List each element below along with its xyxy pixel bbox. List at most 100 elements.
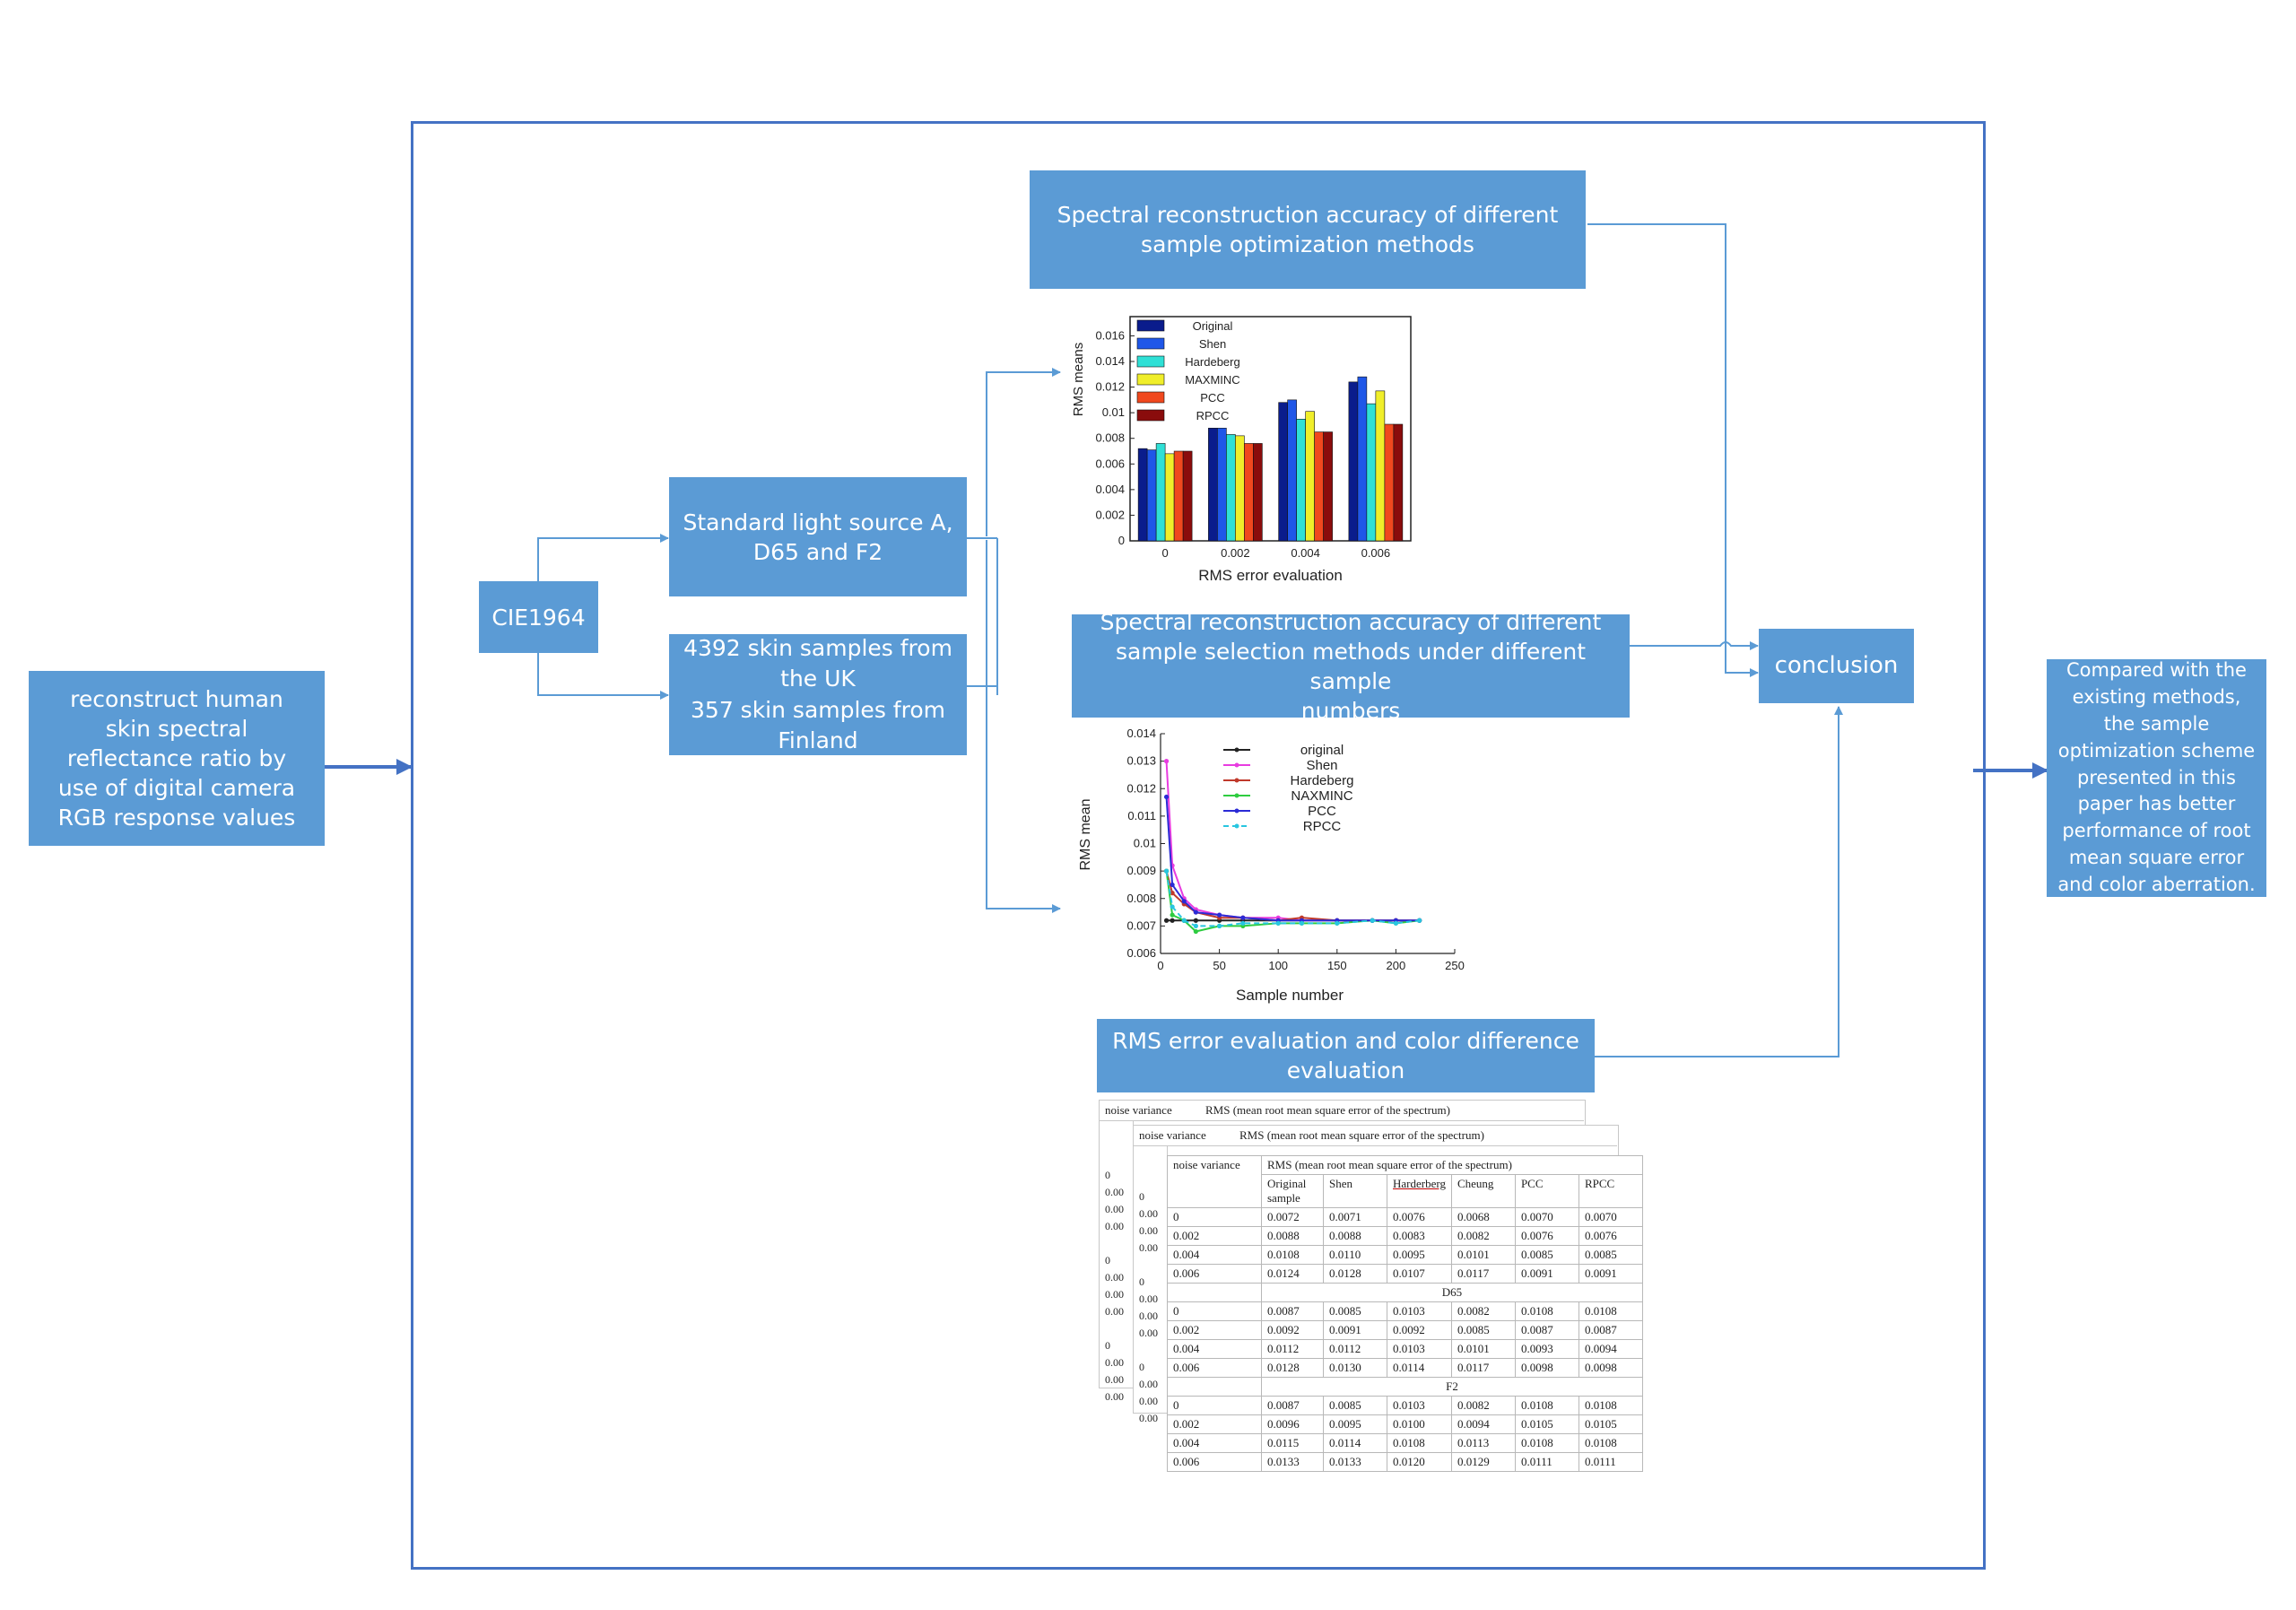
arrow-to-line-chart [986,540,1061,913]
table-value-cell: 0.0085 [1323,1396,1387,1415]
line-x-tick-label: 200 [1387,959,1406,972]
line-point-hardeberg [1170,891,1175,896]
line-point-rpcc [1181,918,1187,923]
table-value-cell: 0.0098 [1578,1358,1643,1378]
line-legend-label: PCC [1308,804,1336,819]
bar-hardeberg-0 [1155,443,1166,542]
bar-original-0.006 [1348,381,1359,542]
table-value-cell: 0.0087 [1261,1301,1324,1321]
table-column-header: PCC [1514,1174,1579,1208]
bar-x-tick-label: 0 [1162,546,1169,560]
bar-y-tick-label: 0.006 [1095,457,1125,470]
line-legend-label: original [1300,743,1344,758]
table-noise-cell: 0 [1167,1207,1262,1227]
line-point-rpcc [1217,923,1222,928]
ghost-header-left-2: noise variance [1139,1128,1206,1142]
arrow-cie-to-skin [537,653,669,700]
bar-x-tick-label: 0.006 [1361,546,1391,560]
line-legend-marker [1234,793,1239,798]
skin-samples-box: 4392 skin samples from the UK 357 skin s… [669,634,967,755]
table-section-label: D65 [1261,1283,1643,1302]
bar-legend-swatch [1136,355,1165,368]
bar-shen-0.002 [1217,427,1227,542]
rms-evaluation-title-box: RMS error evaluation and color differenc… [1097,1019,1595,1092]
table-value-cell: 0.0091 [1323,1320,1387,1340]
bar-legend-swatch [1136,391,1165,404]
line-x-tick-label: 100 [1268,959,1288,972]
table-value-cell: 0.0124 [1261,1264,1324,1284]
table-noise-cell: 0.006 [1167,1452,1262,1472]
table-value-cell: 0.0087 [1514,1320,1579,1340]
table-value-cell: 0.0088 [1261,1226,1324,1246]
line-point-original [1163,918,1170,923]
bar-legend-label: Hardeberg [1185,355,1239,369]
table-value-cell: 0.0108 [1514,1433,1579,1453]
table-value-cell: 0.0112 [1323,1339,1387,1359]
table-value-cell: 0.0092 [1261,1320,1324,1340]
line-point-pcc [1217,912,1222,918]
table-value-cell: 0.0082 [1450,1301,1516,1321]
bar-rpcc-0.002 [1253,443,1263,542]
bar-pcc-0 [1173,450,1184,542]
line-point-pcc [1181,899,1187,904]
line-legend-label: Hardeberg [1291,773,1354,788]
table-value-cell: 0.0083 [1387,1226,1452,1246]
bar-y-axis-label: RMS means [1071,343,1086,417]
arrow-rms-to-conclusion [1595,706,1843,1057]
table-value-cell: 0.0098 [1514,1358,1579,1378]
table-row: D65 [1167,1283,1643,1302]
table-value-cell: 0.0085 [1450,1320,1516,1340]
table-value-cell: 0.0070 [1514,1207,1579,1227]
table-noise-cell: 0.002 [1167,1320,1262,1340]
table-value-cell: 0.0113 [1450,1433,1516,1453]
line-point-rpcc [1275,920,1281,926]
process-frame [411,121,1986,1570]
table-value-cell: 0.0117 [1450,1264,1516,1284]
table-value-cell: 0.0108 [1514,1396,1579,1415]
bar-y-tick-label: 0.016 [1095,328,1125,342]
selection-title-box: Spectral reconstruction accuracy of diff… [1072,609,1630,724]
bar-shen-0.004 [1287,399,1297,542]
table-value-cell: 0.0095 [1387,1245,1452,1265]
table-value-cell: 0.0096 [1261,1414,1324,1434]
line-point-rpcc [1193,923,1198,928]
bar-y-tick-label: 0.01 [1102,405,1125,419]
bar-legend-swatch [1136,319,1165,332]
table-noise-cell: 0.006 [1167,1358,1262,1378]
bar-legend-label: MAXMINC [1185,373,1239,387]
table-value-cell: 0.0114 [1323,1433,1387,1453]
line-x-tick-label: 50 [1213,959,1225,972]
table-value-cell: 0.0107 [1387,1264,1452,1284]
bar-y-tick-label: 0 [1118,534,1125,547]
bar-legend-label: Original [1193,319,1233,333]
table-header-rms: RMS (mean root mean square error of the … [1261,1155,1643,1175]
table-column-header: Cheung [1450,1174,1516,1208]
table-section-label: F2 [1261,1377,1643,1397]
bar-legend-swatch [1136,409,1165,422]
optimization-title-box: Spectral reconstruction accuracy of diff… [1030,170,1586,289]
table-value-cell: 0.0070 [1578,1207,1643,1227]
table-value-cell: 0.0087 [1261,1396,1324,1415]
table-value-cell: 0.0101 [1450,1245,1516,1265]
line-y-tick-label: 0.007 [1126,918,1156,932]
table-value-cell: 0.0071 [1323,1207,1387,1227]
table-value-cell: 0.0120 [1387,1452,1452,1472]
bar-chart: 00.0020.0040.0060.0080.010.0120.0140.016… [1067,309,1426,587]
table-column-header: Shen [1323,1174,1387,1208]
bar-original-0.004 [1278,402,1288,542]
table-value-cell: 0.0085 [1323,1301,1387,1321]
line-point-pcc [1163,794,1170,800]
table-value-cell: 0.0111 [1514,1452,1579,1472]
table-value-cell: 0.0103 [1387,1301,1452,1321]
arrow-cie-to-light [537,534,669,581]
table-value-cell: 0.0093 [1514,1339,1579,1359]
table-value-cell: 0.0091 [1578,1264,1643,1284]
